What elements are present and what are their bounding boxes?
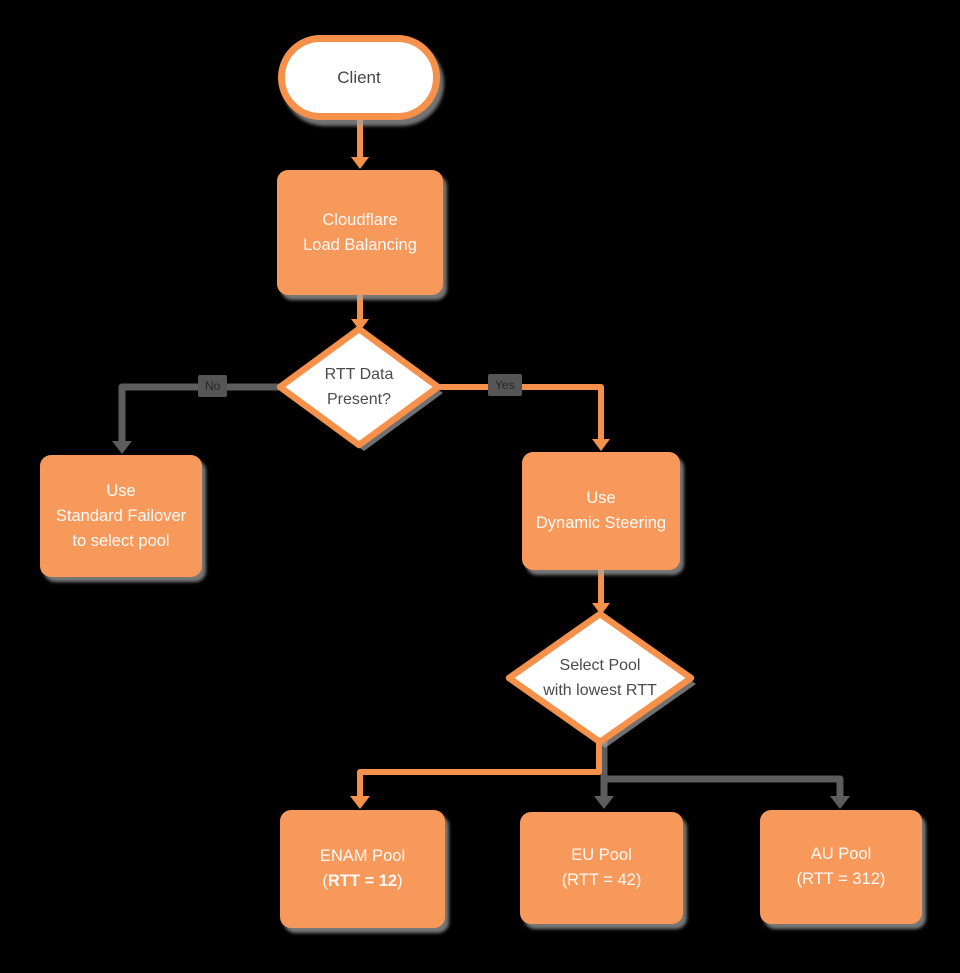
- rtt-decision-diamond: [276, 325, 442, 449]
- enam-rtt-value: RTT = 12: [327, 872, 398, 890]
- arrowhead-au-pool: [830, 796, 850, 809]
- edge-label-no: No: [198, 375, 228, 397]
- dynamic-line1: Use: [586, 489, 616, 507]
- enam-line1: ENAM Pool: [319, 847, 406, 865]
- arrowhead-eu-pool: [594, 796, 614, 809]
- node-use-standard-failover: Use Standard Failover to select pool: [40, 455, 202, 577]
- loadbalancer-line1: Cloudflare: [322, 210, 398, 229]
- rtt-decision-label: RTT Data Present?: [289, 350, 429, 424]
- au-line1: AU Pool: [810, 845, 872, 863]
- eu-line1: EU Pool: [571, 846, 632, 864]
- failover-line2: Standard Failover: [55, 506, 187, 525]
- loadbalancer-line2: Load Balancing: [303, 235, 417, 254]
- pool-decision-line2: with lowest RTT: [543, 682, 657, 699]
- arrowhead-dynamic-steering: [592, 439, 610, 451]
- arrowhead-enam-pool: [350, 796, 370, 809]
- enam-paren-open: (: [322, 872, 328, 890]
- edge-no-to-standard-failover: [118, 383, 282, 442]
- edge-label-yes: Yes: [488, 374, 522, 396]
- enam-paren-close: ): [397, 872, 403, 890]
- node-use-dynamic-steering: Use Dynamic Steering: [522, 452, 680, 570]
- node-enam-pool: ENAM Pool (RTT = 12): [280, 810, 445, 928]
- edge-pooldecision-to-enam: [357, 742, 602, 798]
- arrowhead-standard-failover: [112, 441, 132, 454]
- failover-line3: to select pool: [72, 531, 170, 550]
- rtt-decision-line1: RTT Data: [324, 366, 394, 383]
- au-line2: (RTT = 312): [796, 870, 886, 888]
- dynamic-line2: Dynamic Steering: [535, 514, 667, 532]
- pool-decision-line1: Select Pool: [559, 657, 641, 674]
- arrowhead-pool-decision: [592, 603, 610, 615]
- arrowhead-loadbalancer: [351, 157, 369, 169]
- client-label: Client: [337, 67, 381, 87]
- eu-line2: (RTT = 42): [561, 871, 642, 889]
- node-eu-pool: EU Pool (RTT = 42): [520, 812, 683, 924]
- enam-line2: (RTT = 12): [322, 869, 402, 894]
- edge-pooldecision-to-au: [604, 775, 844, 798]
- rtt-decision-line2: Present?: [326, 391, 392, 408]
- pool-decision-diamond: [505, 610, 695, 746]
- node-client: Client: [278, 35, 440, 120]
- node-au-pool: AU Pool (RTT = 312): [760, 810, 922, 924]
- arrowhead-rtt-decision: [351, 319, 369, 331]
- failover-line1: Use: [106, 481, 136, 500]
- pool-decision-label: Select Pool with lowest RTT: [510, 641, 690, 715]
- node-cloudflare-load-balancing: Cloudflare Load Balancing: [277, 170, 443, 295]
